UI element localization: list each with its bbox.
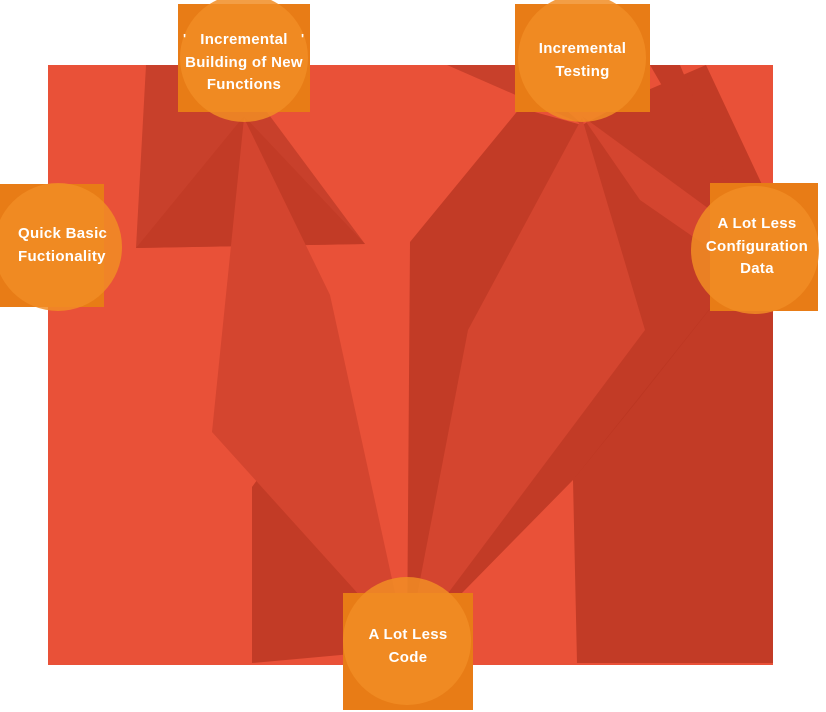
node-label-right: A Lot Less Configuration Data	[695, 213, 819, 281]
label-line: Fuctionality	[18, 247, 106, 265]
label-line: Incremental	[200, 31, 288, 48]
label-line: Functions	[206, 76, 282, 93]
label-line: Code	[388, 648, 428, 666]
label-line: Building of New	[185, 53, 303, 71]
node-label-bottom: A Lot Less Code	[343, 624, 473, 669]
node-circle-top-left	[180, 0, 308, 122]
label-line: Incremental	[538, 40, 627, 57]
node-label-left: Quick Basic Fuctionality	[18, 223, 138, 268]
node-label-top-left: Incremental Building of New Functions	[178, 29, 310, 97]
label-line: Quick Basic	[18, 225, 108, 242]
node-circle-bottom	[343, 577, 471, 705]
beam-topright-to-bottom	[407, 118, 645, 648]
label-line: Testing	[555, 62, 610, 80]
beam-right-to-bottom	[573, 252, 755, 480]
node-circle-left	[0, 183, 122, 311]
beam-topleft-to-bottom	[212, 118, 407, 648]
quote-tick-right: '	[301, 31, 305, 46]
label-line: Data	[740, 260, 774, 277]
label-line: A Lot Less	[368, 626, 448, 643]
node-circle-top-right	[518, 0, 646, 122]
node-circle-right	[691, 186, 819, 314]
label-line: A Lot Less	[717, 215, 797, 232]
label-line: Configuration	[705, 237, 809, 255]
node-label-top-right: Incremental Testing	[515, 38, 650, 83]
quote-tick-left: '	[183, 31, 187, 46]
